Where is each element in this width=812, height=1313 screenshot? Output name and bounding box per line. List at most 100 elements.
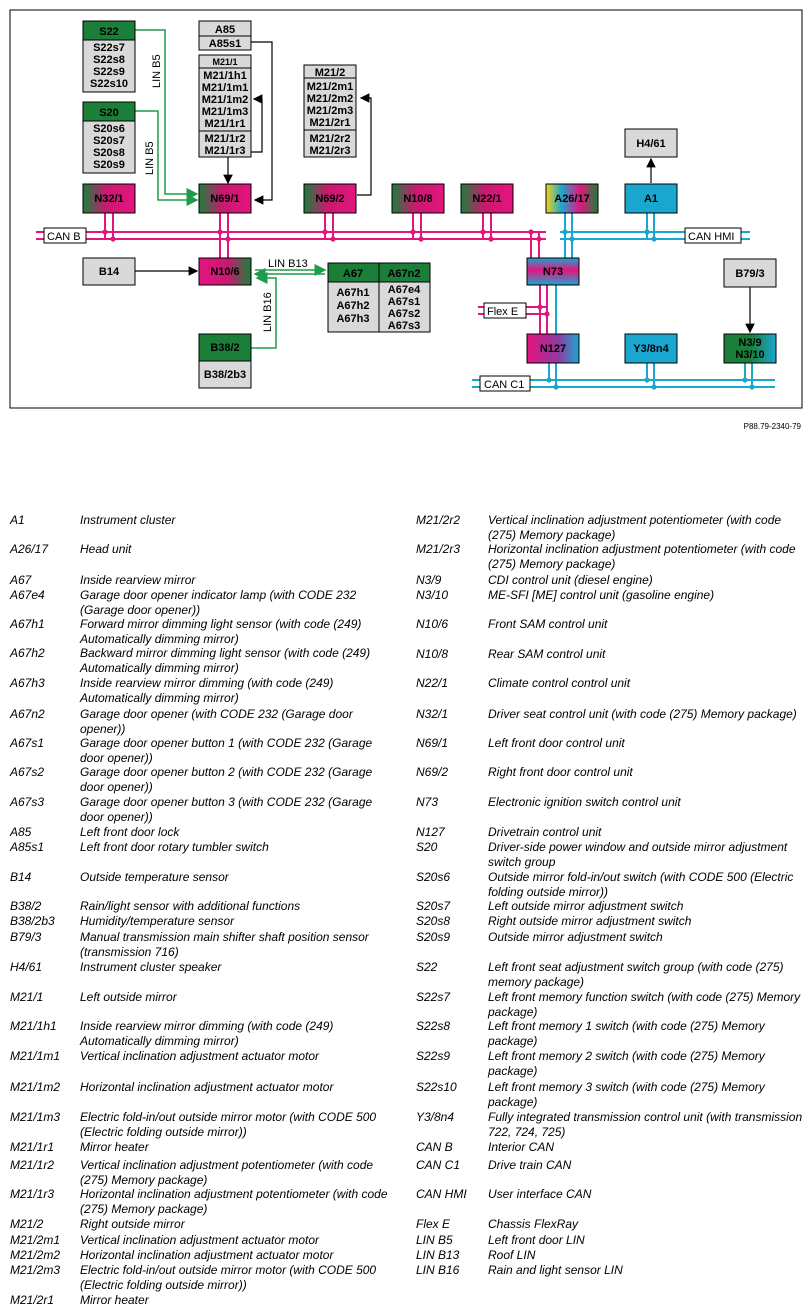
legend-code: M21/2m3 xyxy=(10,1263,61,1277)
a67-sub-item: A67h3 xyxy=(336,313,369,325)
lin-b13-label: LIN B13 xyxy=(268,258,308,270)
n32-1-label: N32/1 xyxy=(94,193,123,205)
a67n2-sub-item: A67s1 xyxy=(388,296,420,308)
m21-1-sub-item: M21/1m2 xyxy=(202,94,248,106)
a26-17-head-unit: A26/17 xyxy=(545,183,599,214)
legend-description: Left outside mirror adjustment switch xyxy=(488,899,684,913)
legend-code: M21/2m1 xyxy=(10,1233,61,1247)
legend-description: Horizontal inclination adjustment potent… xyxy=(80,1187,388,1216)
b38-2b3-label: B38/2b3 xyxy=(204,369,246,381)
legend-code: Flex E xyxy=(416,1217,451,1231)
a85-door-lock: A85 A85s1 xyxy=(198,20,252,51)
legend-code: LIN B5 xyxy=(416,1233,453,1247)
legend-description: User interface CAN xyxy=(488,1187,592,1201)
legend-code: M21/2r3 xyxy=(416,542,461,556)
legend-code: CAN C1 xyxy=(416,1158,461,1172)
y3-8n4-label: Y3/8n4 xyxy=(633,343,669,355)
legend-code: CAN HMI xyxy=(416,1187,467,1201)
n3-10-label: N3/10 xyxy=(735,349,764,361)
b79-3-sensor: B79/3 xyxy=(723,258,777,288)
legend-description: Driver-side power window and outside mir… xyxy=(488,840,788,869)
legend-code: N73 xyxy=(416,795,439,809)
y3-8n4-unit: Y3/8n4 xyxy=(624,333,678,364)
n22-1-unit: N22/1 xyxy=(460,183,514,214)
lin-b5-label-bottom: LIN B5 xyxy=(144,141,156,175)
legend-description: ME-SFI [ME] control unit (gasoline engin… xyxy=(488,588,715,602)
legend-description: Left front door control unit xyxy=(488,736,625,750)
m21-2-sub-item: M21/2m1 xyxy=(307,81,353,93)
lin-b5-label-top: LIN B5 xyxy=(151,54,163,88)
n69-2-unit: N69/2 xyxy=(303,183,357,214)
legend-code: M21/1 xyxy=(10,990,44,1004)
legend-description: Left front door LIN xyxy=(488,1233,585,1247)
n10-8-unit: N10/8 xyxy=(391,183,445,214)
m21-2-label: M21/2 xyxy=(315,67,346,79)
n69-2-label: N69/2 xyxy=(315,193,344,205)
h4-61-speaker: H4/61 xyxy=(624,128,678,158)
legend-description: Mirror heater xyxy=(80,1293,149,1307)
legend-code: S20s8 xyxy=(416,914,451,928)
s22-sub-item: S22s9 xyxy=(93,66,125,78)
legend-description: Climate control control unit xyxy=(488,676,631,690)
legend-description: Left front memory 3 switch (with code (2… xyxy=(488,1080,765,1109)
m21-1-sub-item: M21/1r2 xyxy=(205,133,246,145)
legend-code: N69/1 xyxy=(416,736,449,750)
legend-code: A26/17 xyxy=(10,542,49,556)
legend-code: Y3/8n4 xyxy=(416,1110,455,1124)
m21-1-label: M21/1 xyxy=(212,57,237,67)
legend-code: M21/1r3 xyxy=(10,1187,55,1201)
legend-code: A1 xyxy=(10,513,25,527)
b38-2-label: B38/2 xyxy=(210,342,239,354)
n10-8-label: N10/8 xyxy=(403,193,432,205)
a26-17-label: A26/17 xyxy=(554,193,589,205)
n127-unit: N127 xyxy=(526,333,580,364)
legend-code: A67 xyxy=(10,573,32,587)
m21-2-sub-item: M21/2m2 xyxy=(307,93,353,105)
a67-sub-item: A67h1 xyxy=(336,287,369,299)
legend-code: A67s2 xyxy=(10,765,45,779)
b38-2-sensor: B38/2 B38/2b3 xyxy=(198,333,252,389)
legend-code: N3/10 xyxy=(416,588,449,602)
s20-sub-item: S20s8 xyxy=(93,147,125,159)
legend-description: Garage door opener button 2 (with CODE 2… xyxy=(80,765,373,794)
legend-code: A67h1 xyxy=(10,617,45,631)
legend-code: B38/2b3 xyxy=(10,914,55,928)
m21-2-sub-item: M21/2r2 xyxy=(310,133,351,145)
legend-code: S20s6 xyxy=(416,870,451,884)
legend-code: M21/1h1 xyxy=(10,1019,57,1033)
legend-code: M21/1r2 xyxy=(10,1158,55,1172)
lin-b16-label: LIN B16 xyxy=(262,292,274,332)
legend-description: Outside temperature sensor xyxy=(80,870,229,884)
can-b-label: CAN B xyxy=(47,231,81,243)
figure-reference: P88.79-2340-79 xyxy=(744,422,802,431)
a1-instrument-cluster: A1 xyxy=(624,183,678,214)
s20-sub-item: S20s7 xyxy=(93,135,125,147)
legend-code: B14 xyxy=(10,870,32,884)
legend-description: Left front memory 2 switch (with code (2… xyxy=(488,1049,765,1078)
legend-description: Electric fold-in/out outside mirror moto… xyxy=(80,1263,377,1292)
legend-code: S22s10 xyxy=(416,1080,457,1094)
legend-code: A67e4 xyxy=(10,588,45,602)
n22-1-label: N22/1 xyxy=(472,193,501,205)
legend-description: Electronic ignition switch control unit xyxy=(488,795,681,809)
legend-description: Garage door opener indicator lamp (with … xyxy=(80,588,357,617)
legend-description: CDI control unit (diesel engine) xyxy=(488,573,653,587)
legend-description: Vertical inclination adjustment potentio… xyxy=(80,1158,374,1187)
legend-code: LIN B16 xyxy=(416,1263,460,1277)
legend-code: N22/1 xyxy=(416,676,449,690)
legend-description: Driver seat control unit (with code (275… xyxy=(488,707,797,721)
n32-1-unit: N32/1 xyxy=(82,183,136,214)
legend-code: M21/1m3 xyxy=(10,1110,61,1124)
n3-9-n3-10-unit: N3/9 N3/10 xyxy=(723,333,777,364)
legend-code: M21/1r1 xyxy=(10,1140,55,1154)
m21-1-sub-item: M21/1h1 xyxy=(203,70,246,82)
legend-description: Left outside mirror xyxy=(80,990,177,1004)
legend-description: Forward mirror dimming light sensor (wit… xyxy=(80,617,362,646)
b79-3-label: B79/3 xyxy=(735,268,764,280)
legend-description: Garage door opener button 1 (with CODE 2… xyxy=(80,736,373,765)
legend-description: Roof LIN xyxy=(488,1248,536,1262)
legend-description: Rear SAM control unit xyxy=(488,647,606,661)
legend-description: Inside rearview mirror dimming (with cod… xyxy=(80,1019,334,1048)
m21-2-sub-item: M21/2r1 xyxy=(310,117,351,129)
legend-description: Electric fold-in/out outside mirror moto… xyxy=(80,1110,377,1139)
